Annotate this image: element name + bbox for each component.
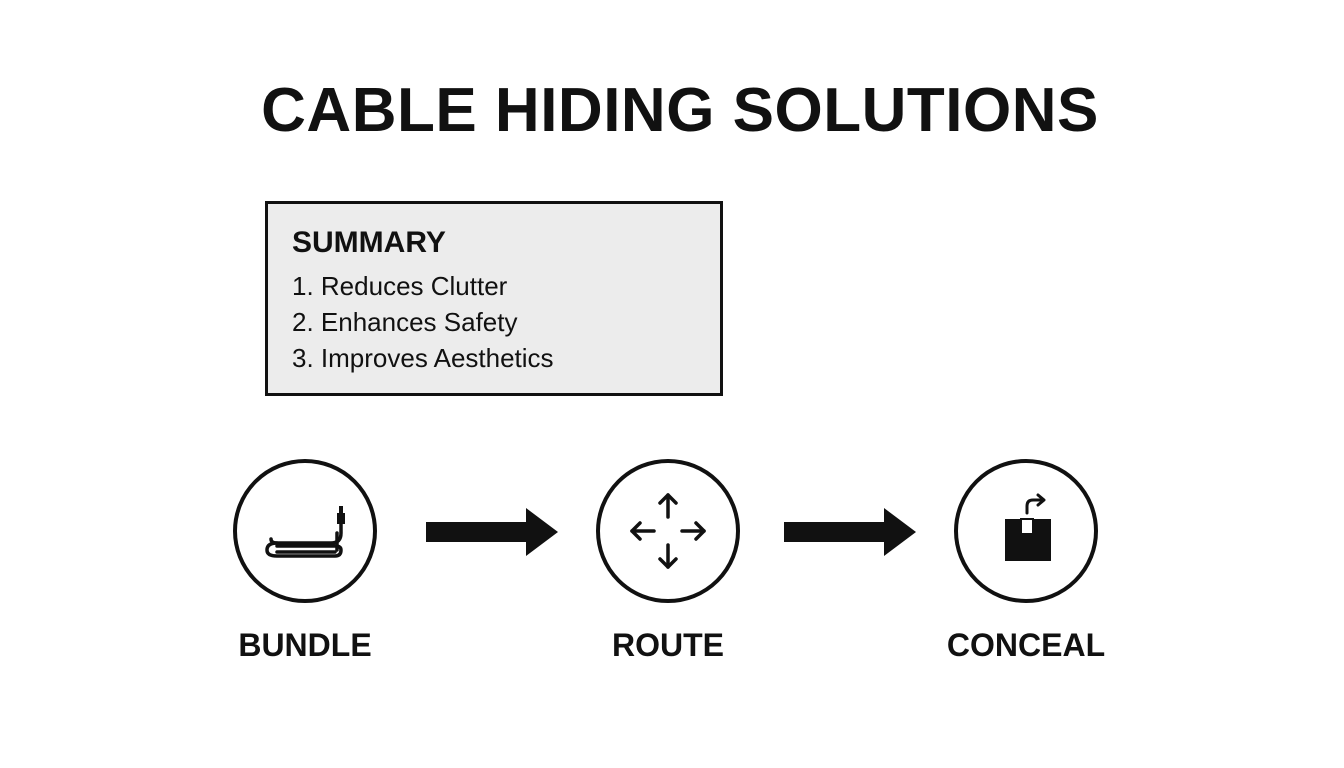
flow-arrow-1-icon [426, 508, 558, 556]
step-bundle-circle [233, 459, 377, 603]
summary-item-3: 3. Improves Aesthetics [292, 343, 554, 373]
flow-arrow-2-icon [784, 508, 916, 556]
summary-item-1: 1. Reduces Clutter [292, 271, 508, 301]
box-with-arrow-icon [1005, 493, 1051, 561]
four-direction-arrows-icon [630, 493, 706, 569]
step-route-label: ROUTE [612, 627, 724, 663]
summary-heading: SUMMARY [292, 226, 446, 259]
coiled-cable-icon [265, 506, 345, 558]
summary-item-2: 2. Enhances Safety [292, 307, 518, 337]
page-title: CABLE HIDING SOLUTIONS [261, 76, 1099, 145]
step-conceal-label: CONCEAL [946, 627, 1106, 663]
step-route-circle [596, 459, 740, 603]
step-bundle-label: BUNDLE [238, 627, 372, 663]
summary-box: SUMMARY 1. Reduces Clutter 2. Enhances S… [265, 201, 723, 396]
step-conceal-circle [954, 459, 1098, 603]
